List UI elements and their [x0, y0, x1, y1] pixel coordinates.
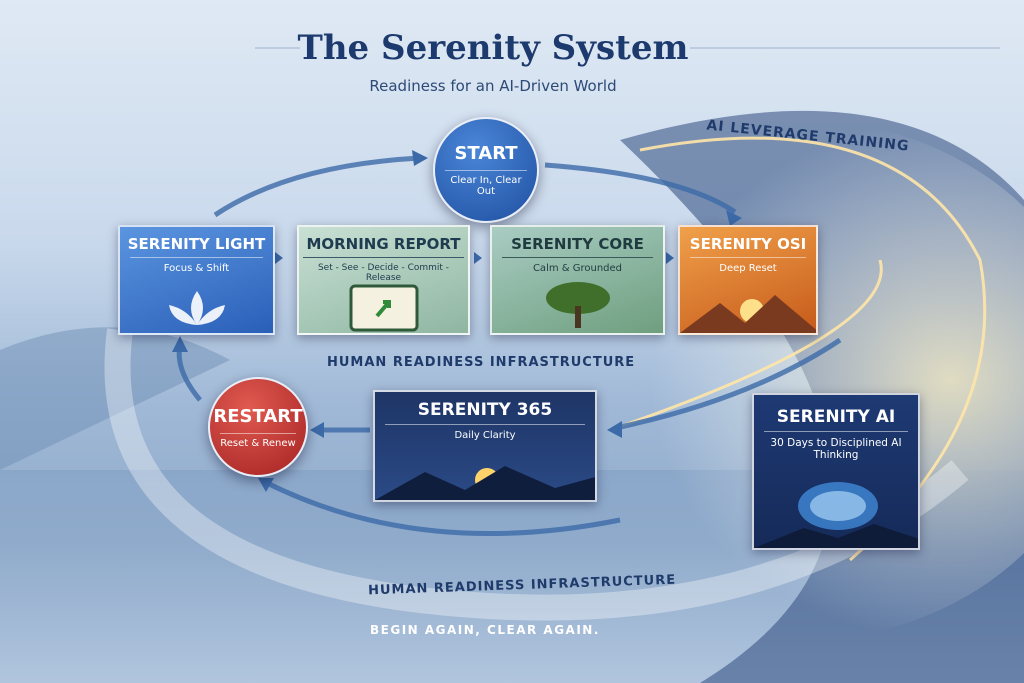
stage-serenity-365[interactable]: SERENITY 365 Daily Clarity: [373, 390, 597, 502]
stage-title: MORNING REPORT: [306, 235, 461, 253]
tree-icon: [492, 278, 663, 333]
restart-title: RESTART: [213, 405, 303, 427]
restart-subtitle: Reset & Renew: [219, 432, 297, 449]
calendar-icon: [299, 278, 468, 333]
brain-icon: [754, 468, 918, 548]
stage-subtitle: 30 Days to Disciplined AI Thinking: [764, 431, 908, 461]
stage-serenity-core[interactable]: SERENITY CORE Calm & Grounded: [490, 225, 665, 335]
stage-subtitle: Deep Reset: [690, 257, 806, 274]
stage-title: SERENITY CORE: [511, 235, 644, 253]
mountain-sunrise-icon: [375, 450, 595, 500]
stage-serenity-light[interactable]: SERENITY LIGHT Focus & Shift: [118, 225, 275, 335]
stage-title: SERENITY OSI: [689, 235, 807, 253]
page-subtitle: Readiness for an AI-Driven World: [369, 77, 617, 95]
stage-subtitle: Daily Clarity: [385, 424, 585, 441]
stage-subtitle: Set - See - Decide - Commit - Release: [303, 257, 464, 283]
stage-serenity-osi[interactable]: SERENITY OSI Deep Reset: [678, 225, 818, 335]
start-subtitle: Clear In, Clear Out: [445, 170, 527, 197]
start-node[interactable]: START Clear In, Clear Out: [433, 117, 539, 223]
restart-node[interactable]: RESTART Reset & Renew: [208, 377, 308, 477]
mountain-sunrise-icon: [680, 283, 816, 333]
outer-loop-band: [104, 328, 969, 621]
infrastructure-label-top: HUMAN READINESS INFRASTRUCTURE: [327, 355, 636, 370]
stage-serenity-ai[interactable]: SERENITY AI 30 Days to Disciplined AI Th…: [752, 393, 920, 550]
stage-subtitle: Focus & Shift: [130, 257, 263, 274]
stage-title: SERENITY 365: [417, 400, 553, 420]
arrowheads: [172, 150, 742, 492]
footer-tagline: BEGIN AGAIN, CLEAR AGAIN.: [370, 623, 600, 637]
stage-subtitle: Calm & Grounded: [502, 257, 653, 274]
stage-title: SERENITY LIGHT: [127, 235, 266, 253]
page-title: The Serenity System: [297, 28, 689, 68]
stage-morning-report[interactable]: MORNING REPORT Set - See - Decide - Comm…: [297, 225, 470, 335]
stage-title: SERENITY AI: [776, 407, 896, 427]
start-title: START: [454, 143, 518, 164]
lotus-icon: [120, 283, 273, 333]
